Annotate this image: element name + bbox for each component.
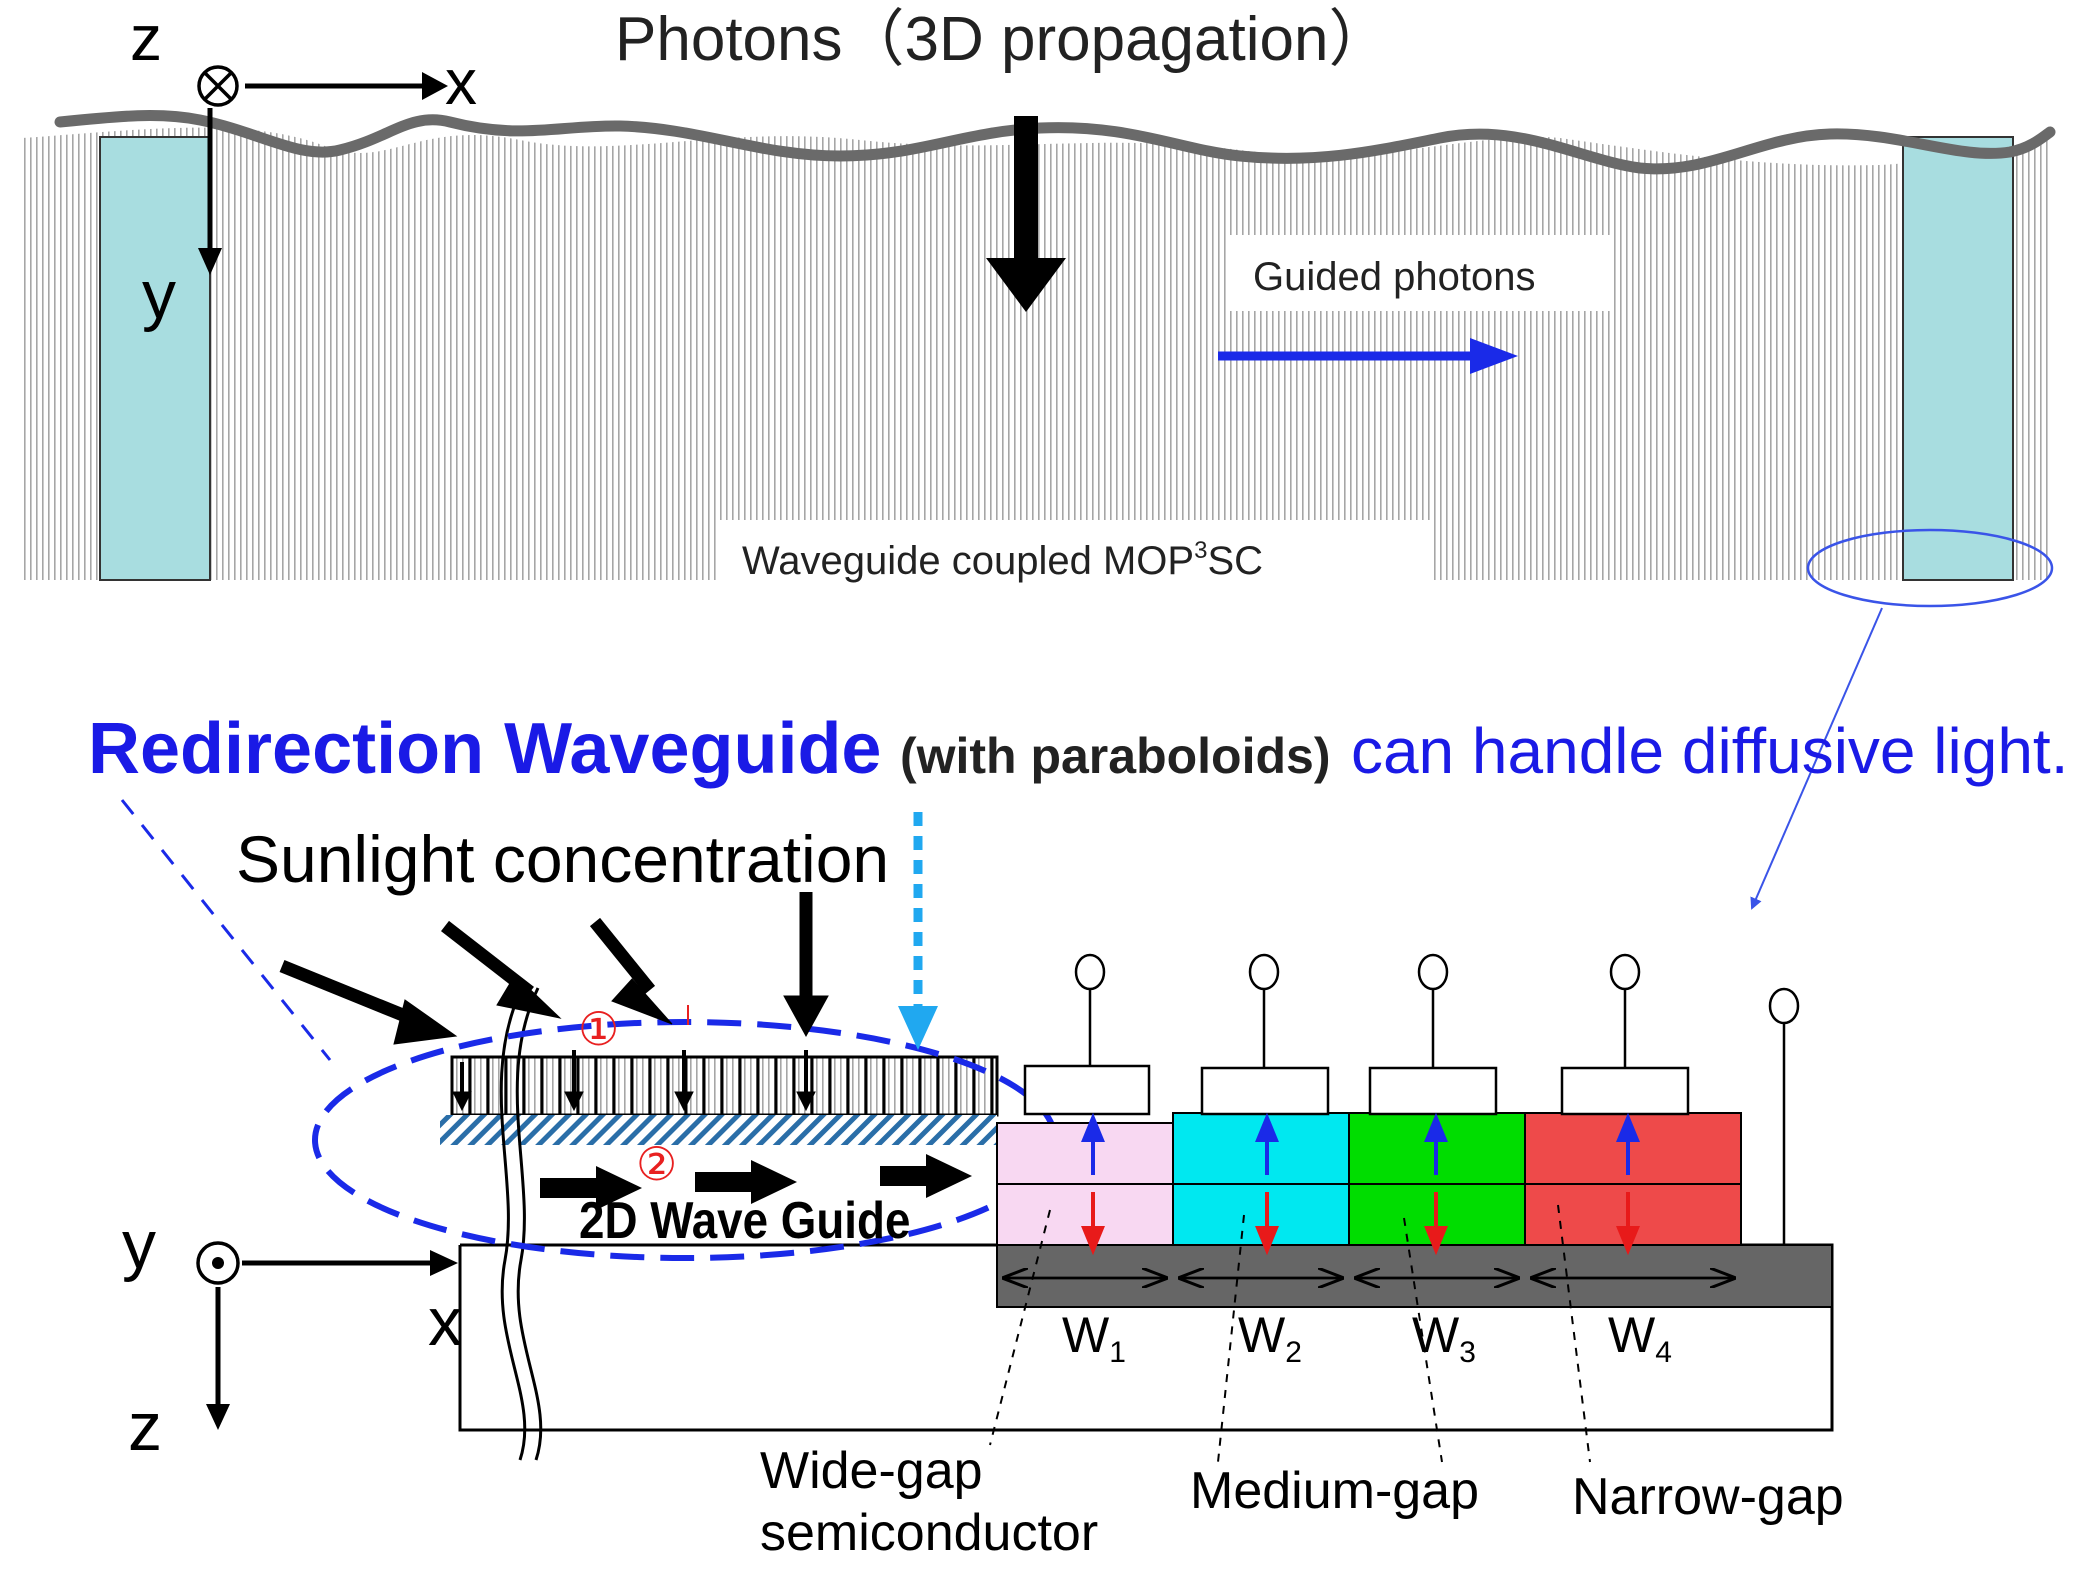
slab-arrows <box>452 1050 816 1112</box>
heading-pointer <box>120 799 332 1061</box>
leader-lines <box>989 1204 1591 1463</box>
wide-gap-label-1: Wide-gap <box>760 1442 983 1500</box>
zoom-ellipse <box>1806 528 2054 608</box>
marker-1: ① <box>578 1003 619 1055</box>
carrier-arrows <box>1081 1112 1640 1256</box>
guided-arrows <box>540 1154 972 1210</box>
guided-label-bg <box>1230 235 1610 311</box>
top-panel: z x y Photons（3D propagation） Guided pho… <box>22 2 2056 910</box>
width-labels: W1 W2 W3 W4 <box>1062 1307 1672 1369</box>
terminal-icon <box>1074 953 1106 991</box>
hatched-layer <box>440 1115 997 1145</box>
guided-photon-arrow <box>1218 338 1518 374</box>
guided-photons-label: Guided photons <box>1253 255 1535 299</box>
redirection-heading: Redirection Waveguide (with paraboloids)… <box>88 709 2068 789</box>
zoom-connector <box>1750 607 1883 910</box>
sunlight-label: Sunlight concentration <box>236 822 889 896</box>
caption-bg <box>718 520 1430 594</box>
narrow-gap-label: Narrow-gap <box>1572 1468 1844 1526</box>
left-edge-cell <box>99 136 211 581</box>
bottom-axis-x-label: x <box>428 1284 462 1360</box>
right-edge-cell <box>1902 136 2014 581</box>
top-axes: z x y <box>130 2 477 333</box>
contact-layer <box>996 1244 1833 1308</box>
top-contacts <box>1023 1064 1690 1116</box>
break-line-b <box>515 987 543 1461</box>
width-label-w4: W4 <box>1608 1307 1672 1369</box>
medium-gap-label: Medium-gap <box>1190 1462 1479 1520</box>
top-surface-wave <box>54 110 2056 175</box>
paraboloid-layer <box>450 1055 999 1117</box>
terminals <box>1074 953 1800 1245</box>
waveguide-label: 2D Wave Guide <box>579 1192 910 1249</box>
marker-2: ② <box>636 1138 677 1190</box>
bottom-panel: Redirection Waveguide (with paraboloids)… <box>88 709 2068 1562</box>
sunlight-arrows <box>279 892 829 1045</box>
diffuse-light-arrow <box>898 812 938 1050</box>
width-label-w1: W1 <box>1062 1307 1126 1369</box>
incident-photon-arrow <box>986 116 1066 312</box>
waveguide-caption: Waveguide coupled MOP3SC <box>742 537 1263 583</box>
pv-cell-wide-gap <box>996 1122 1174 1246</box>
photons-title: Photons（3D propagation） <box>615 5 1390 74</box>
break-line-a <box>499 987 527 1461</box>
wide-gap-label-2: semiconductor <box>760 1504 1098 1562</box>
terminal-icon <box>1248 953 1280 991</box>
bottom-axis-y-label: y <box>122 1207 156 1283</box>
terminal-icon <box>1768 987 1800 1025</box>
bottom-axes: y x z <box>122 1207 462 1465</box>
width-label-w2: W2 <box>1238 1307 1302 1369</box>
waveguide-core <box>440 1145 997 1245</box>
axis-x-label: x <box>445 46 477 118</box>
bottom-axis-z-label: z <box>128 1389 162 1465</box>
terminal-icon <box>1417 953 1449 991</box>
axis-y-label: y <box>142 257 176 333</box>
axis-z-label: z <box>130 2 162 74</box>
terminal-icon <box>1609 953 1641 991</box>
